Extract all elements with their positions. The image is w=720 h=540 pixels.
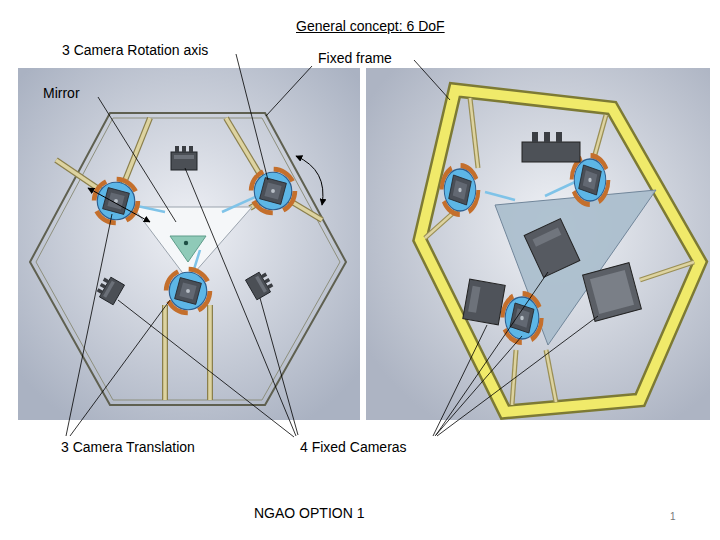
leader-line xyxy=(70,300,170,436)
fixed-camera xyxy=(95,275,125,305)
mirror-center xyxy=(170,236,206,262)
strut xyxy=(640,262,694,280)
fixed-frame xyxy=(30,113,346,405)
camera-body xyxy=(522,142,580,162)
struts xyxy=(56,118,322,400)
camera-body xyxy=(463,279,505,325)
fixed-camera xyxy=(245,270,275,300)
camera-pin xyxy=(544,132,550,142)
leader-line xyxy=(435,336,522,436)
camera-axis xyxy=(485,192,515,200)
slide-caption: NGAO OPTION 1 xyxy=(254,505,364,521)
callout-label: 3 Camera Rotation axis xyxy=(62,42,208,58)
strut xyxy=(208,305,212,400)
leader-line xyxy=(436,272,548,435)
leader-line xyxy=(98,97,176,222)
rotating-camera xyxy=(502,294,541,343)
strut xyxy=(163,305,167,400)
page-number: 1 xyxy=(670,509,676,525)
strut xyxy=(122,118,150,188)
strut xyxy=(122,118,150,188)
leader-line xyxy=(236,54,268,180)
fixed-camera xyxy=(463,279,505,325)
perspective-view xyxy=(366,68,710,420)
rotating-camera-body xyxy=(502,294,541,343)
render-background xyxy=(18,68,360,420)
fixed-camera xyxy=(583,263,642,322)
rotating-camera xyxy=(94,179,138,223)
fixed-camera xyxy=(524,219,580,278)
rotating-camera xyxy=(251,169,295,213)
leader-line xyxy=(66,214,112,436)
leader-line xyxy=(260,298,298,435)
camera-face xyxy=(590,270,634,314)
rotating-camera xyxy=(166,269,210,313)
strut xyxy=(594,115,606,158)
camera-body xyxy=(583,263,642,322)
strut xyxy=(470,98,478,168)
strut xyxy=(162,305,168,400)
render-background xyxy=(366,68,710,420)
strut xyxy=(207,305,213,400)
callout-label: 4 Fixed Cameras xyxy=(300,439,407,455)
leader-lines xyxy=(66,54,598,437)
strut xyxy=(640,262,694,280)
camera-face xyxy=(533,228,562,247)
strut xyxy=(226,118,262,178)
leader-line xyxy=(414,60,450,100)
camera-pin xyxy=(532,132,538,142)
rotating-camera-body xyxy=(572,156,609,205)
leader-line xyxy=(437,316,598,436)
strut xyxy=(226,118,262,178)
callout-label: Mirror xyxy=(43,85,80,101)
strut xyxy=(546,350,556,402)
fixed-frame-face xyxy=(420,90,700,412)
struts-face xyxy=(56,118,322,400)
mirror xyxy=(495,190,656,345)
leader-line xyxy=(118,300,294,437)
callout-label: 3 Camera Translation xyxy=(61,439,195,455)
camera-body xyxy=(524,219,580,278)
leader-line xyxy=(266,66,312,116)
mirror-point xyxy=(184,241,188,245)
strut xyxy=(594,115,606,158)
strut xyxy=(546,350,556,402)
slide-title: General concept: 6 DoF xyxy=(296,18,445,34)
rotating-camera xyxy=(572,156,609,205)
rotating-camera-body xyxy=(442,166,479,215)
camera-axis xyxy=(545,182,575,196)
struts-face xyxy=(425,98,694,405)
struts xyxy=(425,98,694,405)
camera-pin xyxy=(556,132,562,142)
rotating-camera xyxy=(442,166,479,215)
callout-label: Fixed frame xyxy=(318,50,392,66)
camera-face xyxy=(468,286,480,313)
fixed-frame-inner xyxy=(36,118,340,400)
fixed-camera xyxy=(522,132,580,162)
strut xyxy=(470,98,478,168)
fixed-camera xyxy=(171,146,197,170)
fixed-frame xyxy=(420,90,700,412)
rotation-arrow xyxy=(296,156,323,205)
translation-arrow xyxy=(88,188,150,222)
front-view xyxy=(18,68,360,420)
